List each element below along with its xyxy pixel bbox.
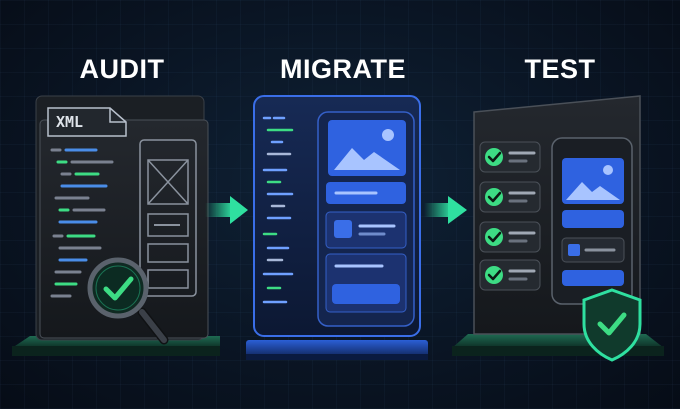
migrate-ui-button xyxy=(332,284,400,304)
wireframe-image-placeholder xyxy=(147,159,189,205)
wireframe-frame xyxy=(139,139,197,297)
test-ui-button xyxy=(562,210,624,228)
test-check-item xyxy=(479,181,541,213)
shield-check-icon xyxy=(582,288,642,362)
xml-file-badge xyxy=(47,107,127,137)
test-ui-button xyxy=(562,270,624,286)
step-title-audit: AUDIT xyxy=(79,54,165,84)
wireframe-block xyxy=(147,213,189,237)
audit-panel xyxy=(12,95,220,356)
arrow-right-icon xyxy=(424,196,467,224)
step-title-test: TEST xyxy=(524,54,596,84)
migrate-code-lines xyxy=(262,116,294,304)
migrate-base xyxy=(246,340,428,358)
migrate-panel xyxy=(246,95,428,360)
arrow-right-icon xyxy=(205,196,248,224)
wireframe-block xyxy=(147,269,189,289)
test-check-item xyxy=(479,141,541,173)
step-title-migrate: MIGRATE xyxy=(280,54,406,84)
audit-base-edge xyxy=(12,346,220,356)
test-check-item xyxy=(479,259,541,291)
wireframe-block xyxy=(147,243,189,263)
test-check-item xyxy=(479,221,541,253)
audit-code-lines xyxy=(50,148,114,298)
test-panel xyxy=(452,95,664,362)
xml-badge-label: XML xyxy=(56,113,84,131)
magnifier-check-icon xyxy=(87,257,169,345)
